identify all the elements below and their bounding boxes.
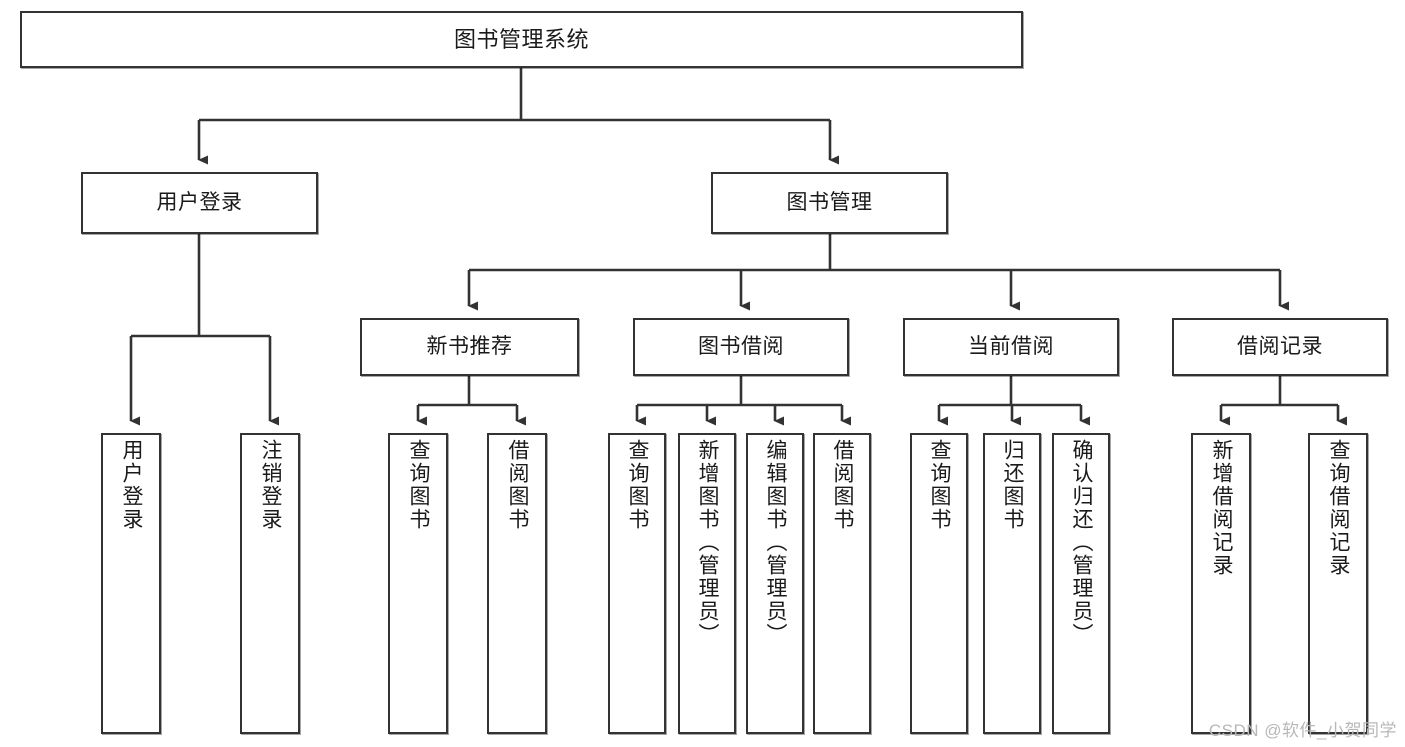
node-label: 查询图书 <box>625 439 649 531</box>
node-leaf-query-borrow-record[interactable]: 查询借阅记录 <box>1308 433 1368 734</box>
node-label: 借阅图书 <box>830 439 854 531</box>
node-label: 图书管理 <box>786 190 873 214</box>
node-label: 新书推荐 <box>426 334 513 358</box>
node-new-book-recommendation[interactable]: 新书推荐 <box>360 318 579 376</box>
node-borrowing-records[interactable]: 借阅记录 <box>1172 318 1388 376</box>
node-label: 用户登录 <box>156 190 243 214</box>
node-leaf-query-book-recommend[interactable]: 查询图书 <box>388 433 448 734</box>
node-label: 当前借阅 <box>968 334 1054 358</box>
node-label: 新增借阅记录 <box>1209 439 1233 577</box>
node-label: 查询借阅记录 <box>1326 439 1350 577</box>
node-user-login-module[interactable]: 用户登录 <box>81 172 318 234</box>
watermark-text: CSDN @软件_小贺同学 <box>1208 721 1397 740</box>
node-leaf-logout[interactable]: 注销登录 <box>240 433 300 734</box>
node-current-borrowing[interactable]: 当前借阅 <box>903 318 1119 376</box>
node-label: 图书管理系统 <box>453 26 589 52</box>
node-label: 借阅记录 <box>1237 334 1323 358</box>
node-leaf-query-book-current[interactable]: 查询图书 <box>910 433 968 734</box>
node-leaf-user-login[interactable]: 用户登录 <box>101 433 161 734</box>
node-leaf-add-book-admin[interactable]: 新增图书（管理员） <box>678 433 736 734</box>
node-leaf-query-book-borrowing[interactable]: 查询图书 <box>608 433 666 734</box>
node-leaf-edit-book-admin[interactable]: 编辑图书（管理员） <box>746 433 804 734</box>
node-label: 查询图书 <box>927 439 951 531</box>
node-label: 编辑图书（管理员） <box>763 439 787 646</box>
node-leaf-return-book[interactable]: 归还图书 <box>983 433 1041 734</box>
node-label: 注销登录 <box>258 439 282 531</box>
node-label: 用户登录 <box>119 439 143 531</box>
node-leaf-confirm-return-admin[interactable]: 确认归还（管理员） <box>1052 433 1110 734</box>
node-leaf-borrow-book-recommend[interactable]: 借阅图书 <box>487 433 547 734</box>
node-label: 归还图书 <box>1000 439 1024 531</box>
node-label: 查询图书 <box>406 439 430 531</box>
node-leaf-borrow-book[interactable]: 借阅图书 <box>813 433 871 734</box>
node-label: 图书借阅 <box>698 334 784 358</box>
node-book-borrowing[interactable]: 图书借阅 <box>633 318 849 376</box>
node-label: 新增图书（管理员） <box>695 439 719 646</box>
node-leaf-add-borrow-record[interactable]: 新增借阅记录 <box>1191 433 1251 734</box>
node-label: 确认归还（管理员） <box>1069 439 1093 646</box>
node-book-management-system[interactable]: 图书管理系统 <box>20 11 1023 68</box>
node-label: 借阅图书 <box>505 439 529 531</box>
node-book-management-module[interactable]: 图书管理 <box>711 172 948 234</box>
